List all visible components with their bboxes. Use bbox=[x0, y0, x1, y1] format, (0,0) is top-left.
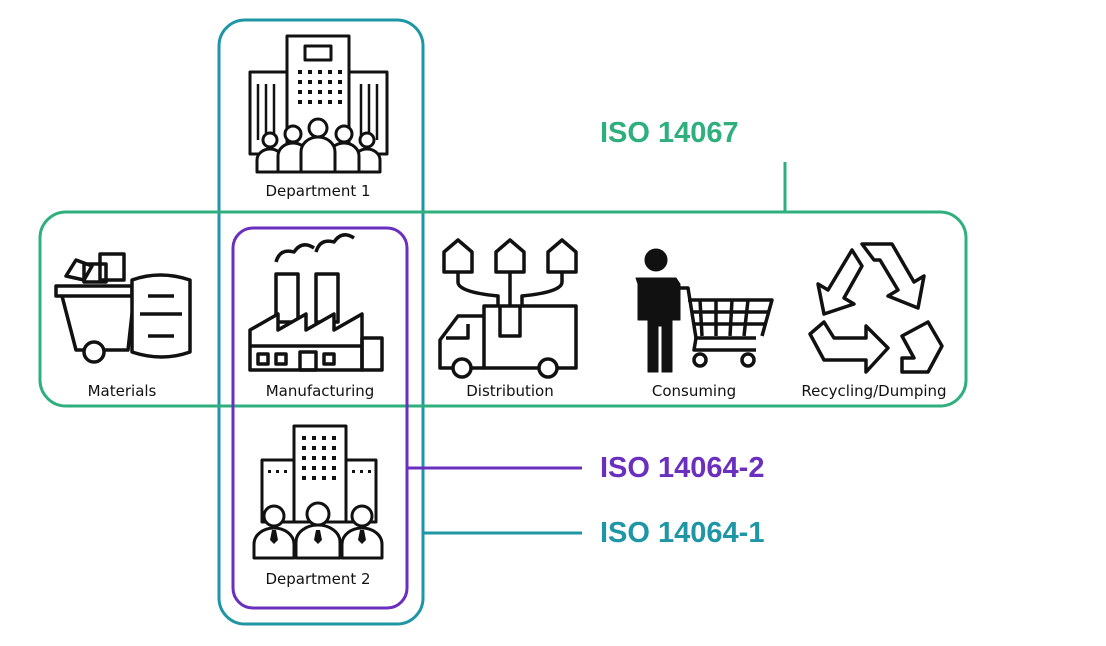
office-building-people-icon bbox=[248, 34, 389, 174]
organization-scope-box bbox=[217, 18, 425, 626]
factory-icon bbox=[248, 233, 384, 372]
iso-14064-2-label: ISO 14064-2 bbox=[600, 452, 765, 484]
materials-label: Materials bbox=[87, 382, 157, 400]
consuming-label: Consuming bbox=[651, 382, 737, 400]
shopper-cart-icon bbox=[635, 248, 774, 373]
project-scope-box bbox=[231, 226, 409, 610]
delivery-truck-houses-icon bbox=[438, 238, 578, 379]
department-2-label: Department 2 bbox=[265, 570, 371, 588]
iso-14064-1-label: ISO 14064-1 bbox=[600, 517, 765, 549]
distribution-label: Distribution bbox=[466, 382, 554, 400]
office-towers-staff-icon bbox=[252, 424, 384, 560]
product-lifecycle-box bbox=[38, 210, 968, 408]
manufacturing-label: Manufacturing bbox=[265, 382, 375, 400]
iso-14067-label: ISO 14067 bbox=[600, 117, 739, 149]
recycle-icon bbox=[808, 242, 944, 374]
department-1-label: Department 1 bbox=[265, 182, 371, 200]
waste-bin-sack-icon bbox=[54, 252, 192, 364]
recycling-label: Recycling/Dumping bbox=[801, 382, 947, 400]
